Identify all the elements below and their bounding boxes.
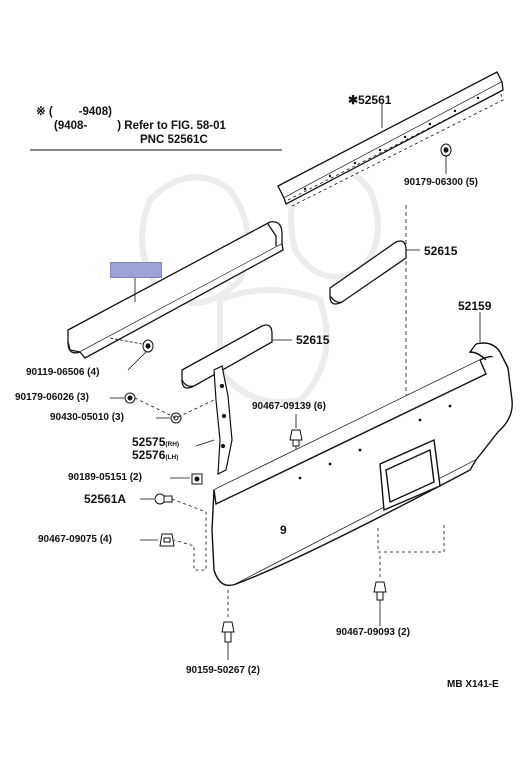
nut-90179-06300	[440, 143, 452, 157]
part-52561-strip	[277, 71, 504, 205]
leader-90119-06506	[127, 351, 147, 371]
washer-90430-05010	[170, 412, 182, 424]
part-52615-mid	[181, 324, 273, 389]
dash-side-clips	[171, 498, 207, 571]
part-side-bracket	[213, 365, 233, 476]
bolt-90119-06506	[142, 339, 154, 353]
label-90467-09075: 90467-09075 (4)	[38, 534, 112, 545]
clip-90189-05151	[191, 473, 203, 485]
label-52576-number: 52576	[132, 448, 166, 462]
clip-90467-09075	[159, 533, 175, 547]
part-52159-bumper	[211, 342, 513, 587]
diagram-code: MB X141-E	[447, 679, 499, 690]
clip-90159-50267	[221, 621, 235, 643]
dash-beam-bolt	[109, 337, 143, 345]
note-ref: ) Refer to FIG. 58-01	[117, 120, 226, 132]
label-90119-06506: 90119-06506 (4)	[26, 367, 100, 378]
label-90179-06300: 90179-06300 (5)	[404, 177, 478, 188]
label-52615-top: 52615	[424, 244, 458, 258]
label-52575: 52575(RH)	[132, 436, 179, 449]
label-90467-09093: 90467-09093 (2)	[336, 627, 410, 638]
label-52561: ✱52561	[348, 93, 392, 107]
note-pnc: PNC 52561C	[140, 134, 208, 146]
label-52615-mid: 52615	[296, 333, 330, 347]
label-90159-50267: 90159-50267 (2)	[186, 665, 260, 676]
bumper-mark: 9	[280, 523, 287, 537]
label-52576: 52576(LH)	[132, 449, 178, 462]
label-90430-05010: 90430-05010 (3)	[50, 412, 124, 423]
label-52575-side: (RH)	[165, 441, 180, 448]
part-52615-top	[329, 240, 407, 305]
label-52561A: 52561A	[84, 492, 127, 506]
leader-52575	[195, 439, 215, 447]
label-90179-06026: 90179-06026 (3)	[15, 392, 89, 403]
label-52576-side: (LH)	[165, 454, 179, 461]
nut-90179-06026	[124, 392, 136, 404]
dash-retainers	[134, 397, 215, 419]
label-52159: 52159	[458, 299, 492, 313]
label-90467-09139: 90467-09139 (6)	[252, 401, 326, 412]
clip-90467-09093	[373, 581, 387, 601]
label-52575-number: 52575	[132, 435, 166, 449]
note-asterisk-prefix: ※ (	[36, 106, 53, 118]
strip-holes	[303, 96, 480, 191]
dash-bumper-right	[377, 524, 445, 553]
note-line2: (9408- ) Refer to FIG. 58-01	[54, 120, 226, 133]
note-range-1: -9408)	[78, 106, 112, 118]
bolt-52561A	[154, 493, 173, 505]
strip-dashed-box	[287, 91, 504, 207]
note-line1: ※ ( -9408)	[36, 106, 112, 119]
clip-90467-09139	[289, 429, 303, 447]
label-90189-05151: 90189-05151 (2)	[68, 472, 142, 483]
bumper-marks	[298, 404, 452, 480]
highlight-box	[110, 262, 162, 278]
note-range-2: (9408-	[54, 120, 88, 132]
part-reinforcement-beam	[67, 221, 284, 359]
